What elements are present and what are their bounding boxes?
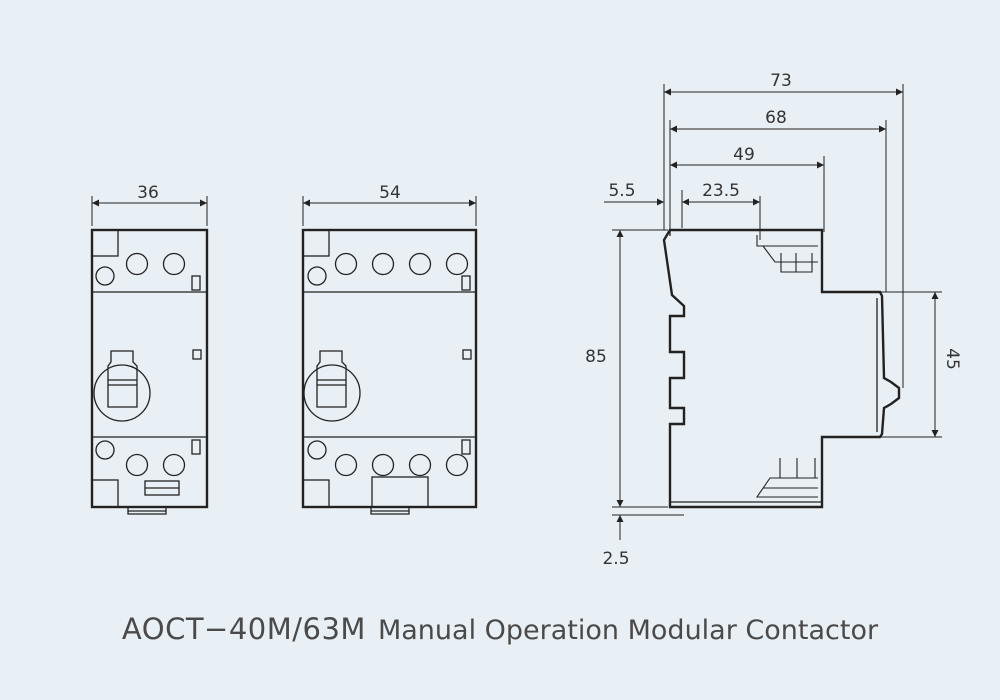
product-description: Manual Operation Modular Contactor bbox=[377, 615, 879, 646]
caption: AOCT−40M/63M Manual Operation Modular Con… bbox=[0, 612, 1000, 646]
dim-2-5-label: 2.5 bbox=[602, 549, 629, 569]
front-view-4-pole bbox=[301, 228, 478, 515]
dim-54-label: 54 bbox=[379, 183, 401, 203]
dim-36-label: 36 bbox=[137, 183, 159, 203]
front-view-2-pole bbox=[90, 228, 209, 515]
side-view bbox=[662, 228, 901, 509]
dim-85-label: 85 bbox=[585, 347, 607, 367]
dim-45-label: 45 bbox=[942, 348, 962, 370]
dim-73-label: 73 bbox=[770, 71, 792, 91]
dim-68-label: 68 bbox=[765, 108, 787, 128]
dim-23-5-label: 23.5 bbox=[702, 181, 740, 201]
dim-49-label: 49 bbox=[733, 145, 755, 165]
model-name: AOCT−40M/63M bbox=[121, 612, 366, 646]
dim-5-5-label: 5.5 bbox=[608, 181, 635, 201]
dimension-lines bbox=[91, 84, 942, 540]
